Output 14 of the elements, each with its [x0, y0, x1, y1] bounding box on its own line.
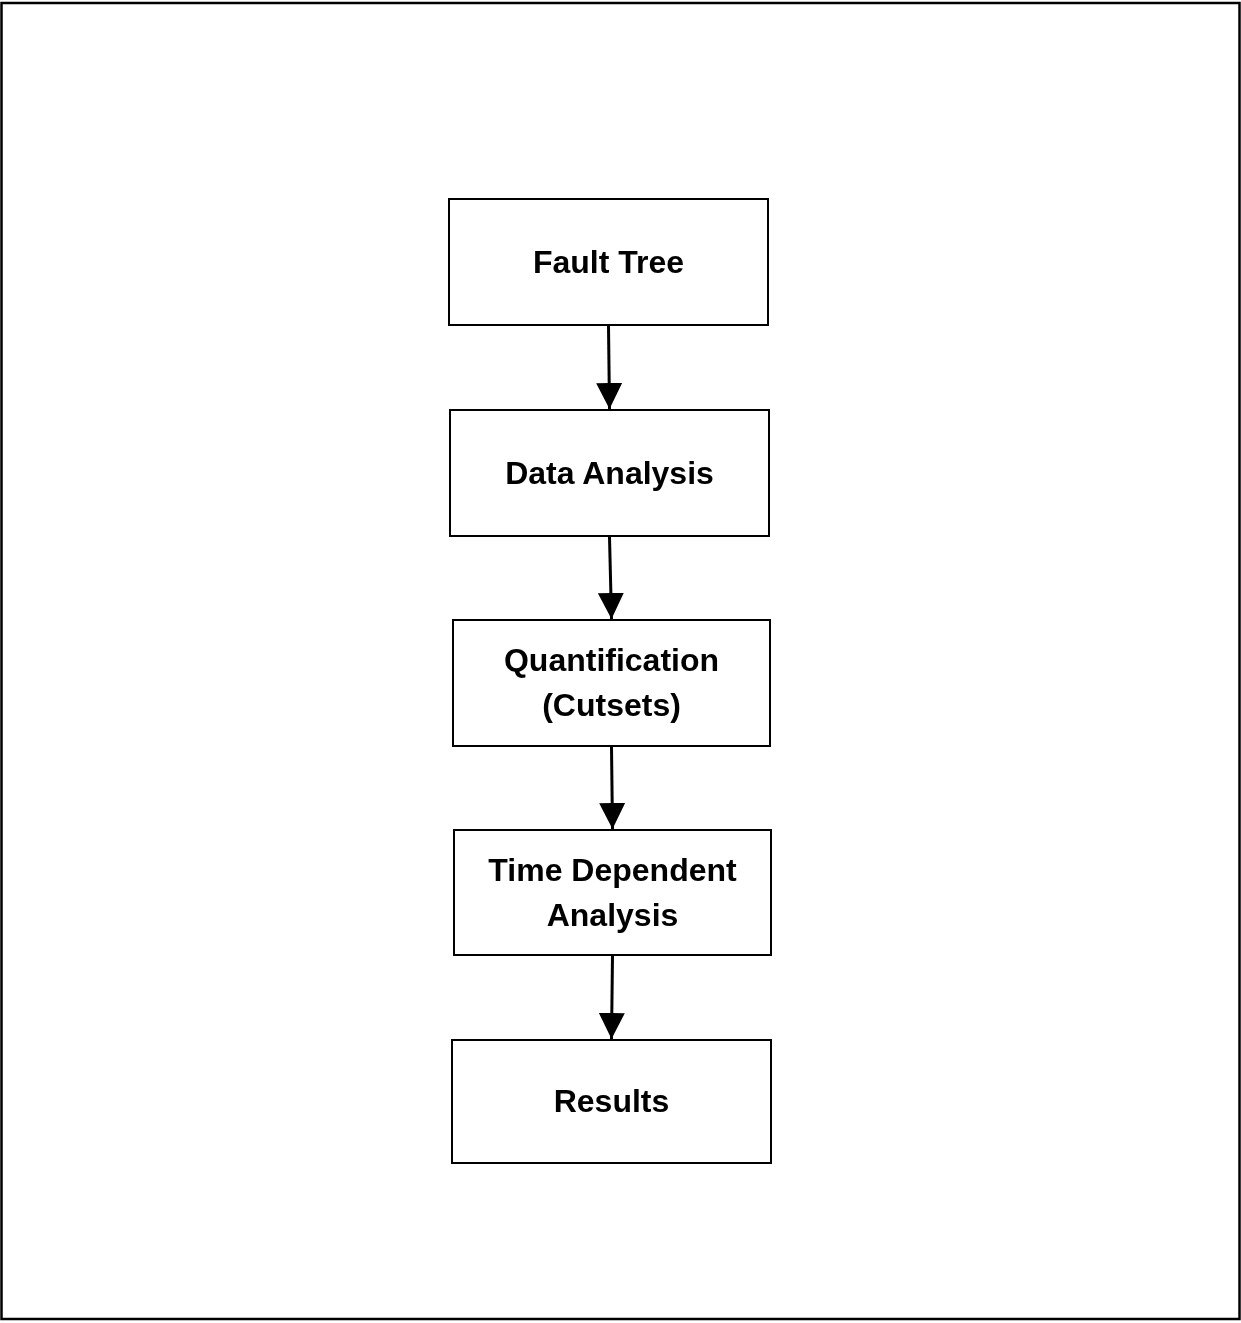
box-label: Fault Tree	[532, 242, 685, 282]
arrow	[597, 536, 624, 620]
process-box	[451, 1039, 772, 1164]
arrow	[599, 746, 626, 830]
process-box	[453, 829, 772, 956]
arrow	[596, 325, 623, 410]
arrow	[598, 955, 625, 1040]
box-label: Time Dependent Analysis	[487, 850, 738, 935]
process-box	[449, 409, 770, 537]
box-label: Data Analysis	[505, 453, 714, 493]
box-label: Results	[553, 1082, 670, 1122]
process-box	[452, 619, 771, 747]
process-box	[448, 198, 769, 326]
box-label: Quantification (Cutsets)	[502, 641, 721, 725]
